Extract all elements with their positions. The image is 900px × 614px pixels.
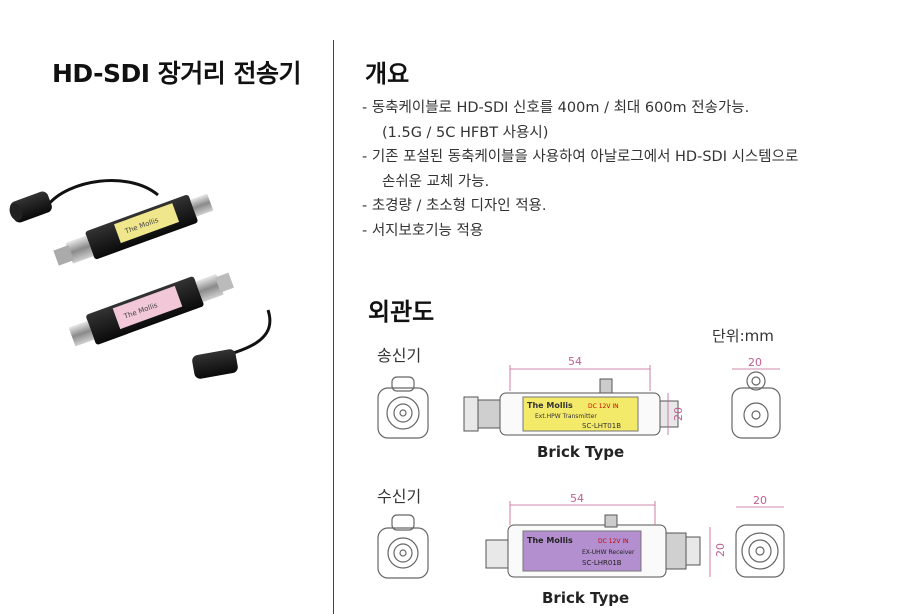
page-title: HD-SDI 장거리 전송기 bbox=[52, 59, 301, 88]
receiver-body-label-panel bbox=[522, 530, 642, 572]
feature-item: (1.5G / 5C HFBT 사용시) bbox=[382, 124, 549, 141]
feature-item: - 동축케이블로 HD-SDI 신호를 400m / 최대 600m 전송가능. bbox=[362, 100, 750, 116]
transmitter-subtitle: Ext.HPW Transmitter bbox=[535, 413, 597, 420]
transmitter-model: SC-LHT01B bbox=[582, 422, 621, 430]
receiver-type: Brick Type bbox=[542, 589, 629, 607]
receiver-width-dim: 20 bbox=[753, 494, 767, 507]
transmitter-dc: DC 12V IN bbox=[588, 403, 619, 410]
transmitter-brand: The Mollis bbox=[527, 401, 573, 410]
transmitter-label: 송신기 bbox=[377, 346, 422, 365]
transmitter-length-dim: 54 bbox=[568, 355, 582, 368]
transmitter-front-view bbox=[377, 376, 429, 439]
feature-item: - 초경량 / 초소형 디자인 적용. bbox=[362, 198, 547, 214]
receiver-label: 수신기 bbox=[377, 487, 422, 506]
receiver-model: SC-LHR01B bbox=[582, 559, 622, 567]
feature-item: - 기존 포설된 동축케이블을 사용하여 아날로그에서 HD-SDI 시스템으로 bbox=[362, 149, 799, 165]
feature-item: - 서지보호기능 적용 bbox=[362, 222, 484, 239]
receiver-height-dim: 20 bbox=[714, 543, 727, 557]
receiver-side-view: The Mollis DC 12V IN EX-UHW Receiver SC-… bbox=[485, 492, 727, 607]
receiver-subtitle: EX-UHW Receiver bbox=[582, 549, 635, 556]
transmitter-type: Brick Type bbox=[537, 443, 624, 461]
receiver-length-dim: 54 bbox=[570, 492, 584, 505]
receiver-front-view bbox=[377, 514, 429, 579]
transmitter-body-label-panel bbox=[522, 396, 639, 432]
feature-list: - 동축케이블로 HD-SDI 신호를 400m / 최대 600m 전송가능.… bbox=[362, 96, 897, 243]
transmitter-back-view: 20 bbox=[731, 356, 781, 439]
overview-heading: 개요 bbox=[365, 60, 410, 88]
receiver-brand: The Mollis bbox=[527, 536, 573, 545]
transmitter-width-dim: 20 bbox=[748, 356, 762, 369]
feature-item: 손쉬운 교체 가능. bbox=[382, 173, 490, 190]
exterior-heading: 외관도 bbox=[368, 298, 435, 326]
unit-label: 단위:mm bbox=[712, 327, 774, 345]
receiver-back-view: 20 bbox=[735, 494, 785, 578]
dimension-drawing: The Mollis DC 12V IN Ext.HPW Transmitter… bbox=[377, 355, 785, 607]
product-photo: The Mollis The Mollis bbox=[9, 179, 272, 379]
transmitter-side-view: The Mollis DC 12V IN Ext.HPW Transmitter… bbox=[463, 355, 685, 461]
receiver-dc: DC 12V IN bbox=[598, 538, 629, 545]
column-divider bbox=[333, 40, 334, 614]
transmitter-height-dim: 20 bbox=[672, 407, 685, 421]
